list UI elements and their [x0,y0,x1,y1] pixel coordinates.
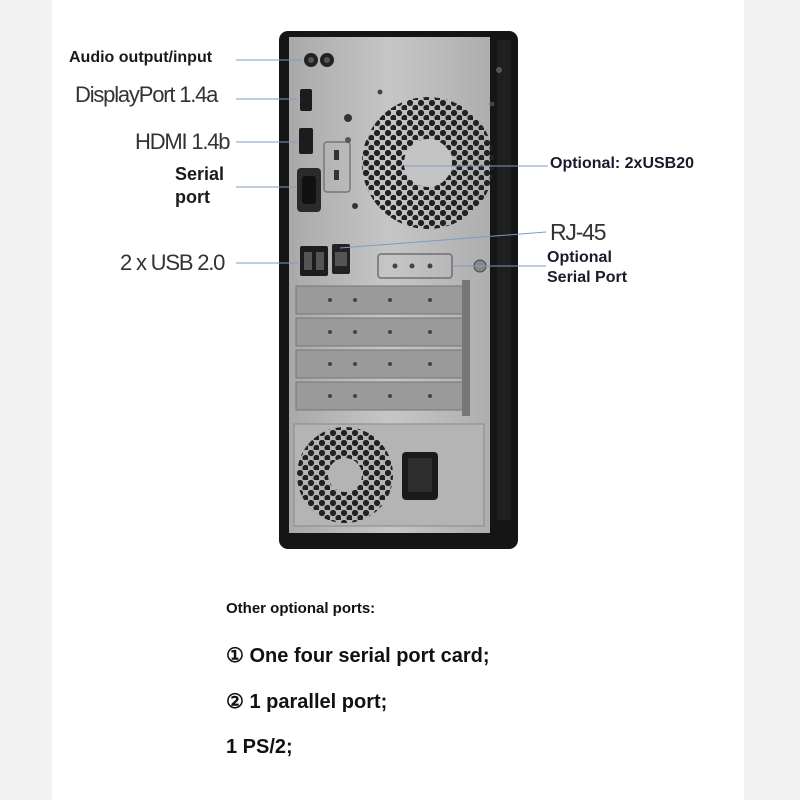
leader-lines [236,59,548,267]
hdmi-port [299,128,313,154]
label-serial-line1: Serial [175,164,225,184]
expansion-slots [295,280,470,416]
note-item-2: ② 1 parallel port; [226,691,388,713]
label-serial-line2: port [175,187,210,207]
label-optional-usb: Optional: 2xUSB20 [550,155,695,172]
notes-heading: Other optional ports: [226,600,376,617]
label-displayport: DisplayPort 1.4a [75,82,218,107]
right-margin-panel [744,0,800,800]
left-margin-panel [0,0,52,800]
audio-jacks [304,53,334,67]
label-optional-serial-line1: Optional [547,249,612,266]
label-hdmi: HDMI 1.4b [135,129,231,154]
note-item-3: 1 PS/2; [226,736,293,758]
label-audio: Audio output/input [69,49,213,66]
side-strip [497,40,511,520]
note-item-1: ① One four serial port card; [226,645,490,667]
label-optional-serial-line2: Serial Port [547,269,628,286]
label-usb2: 2 x USB 2.0 [120,250,225,275]
optional-usb-knockout [323,141,351,193]
label-rj45: RJ-45 [550,219,607,245]
displayport-port [300,89,312,111]
